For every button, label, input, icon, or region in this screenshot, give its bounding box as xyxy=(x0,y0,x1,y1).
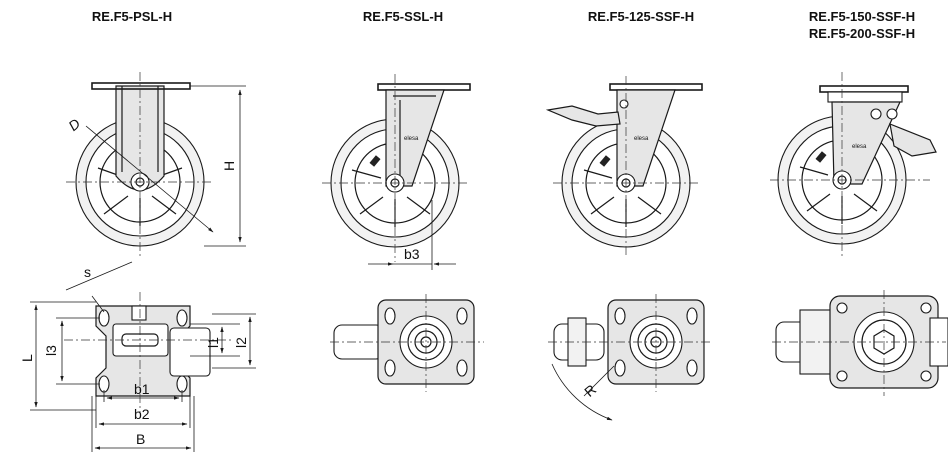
psl-diameter-line xyxy=(85,125,214,233)
ssf125-brand-mark: elesa xyxy=(634,136,649,142)
dim-label-l1: l1 xyxy=(205,337,221,348)
model-title-ssl: RE.F5-SSL-H xyxy=(362,9,444,24)
ssf150-side-view: elesa xyxy=(770,72,937,256)
model-title-200-ssf: RE.F5-200-SSF-H xyxy=(808,26,916,41)
ssf125-swivel-fork xyxy=(616,89,676,187)
psl-plan-view: s L l3 l1 l2 b1 xyxy=(19,261,256,452)
ssf125-plan-view: R xyxy=(548,294,712,421)
ssl-brand-mark: elesa xyxy=(404,136,419,142)
dim-label-b3: b3 xyxy=(404,246,420,262)
model-title-125-ssf: RE.F5-125-SSF-H xyxy=(587,9,695,24)
ssl-plan-view xyxy=(330,294,484,392)
dim-label-l2: l2 xyxy=(233,337,249,348)
ssf150-brake-lever xyxy=(889,123,937,157)
dim-label-s: s xyxy=(84,264,91,280)
psl-side-view: D H xyxy=(65,72,246,258)
dim-label-B: B xyxy=(136,431,145,447)
ssf150-plan-view xyxy=(772,290,948,396)
ssf125-side-view: elesa xyxy=(545,76,703,256)
ssl-top-plate xyxy=(377,83,471,91)
dim-label-L: L xyxy=(19,354,35,362)
dim-label-b2: b2 xyxy=(134,406,150,422)
ssf125-brake-lever xyxy=(545,105,621,127)
dim-label-H: H xyxy=(221,161,237,171)
ssl-side-view: elesa b3 xyxy=(322,74,471,270)
dim-label-D: D xyxy=(65,115,83,134)
dim-R-arc xyxy=(551,363,613,421)
dim-label-l3: l3 xyxy=(43,345,59,356)
ssf150-swivel-fork xyxy=(831,101,901,185)
model-title-psl: RE.F5-PSL-H xyxy=(91,9,173,24)
model-title-150-ssf: RE.F5-150-SSF-H xyxy=(808,9,916,24)
dim-label-b1: b1 xyxy=(134,381,150,397)
ssf150-brand-mark: elesa xyxy=(852,144,867,150)
